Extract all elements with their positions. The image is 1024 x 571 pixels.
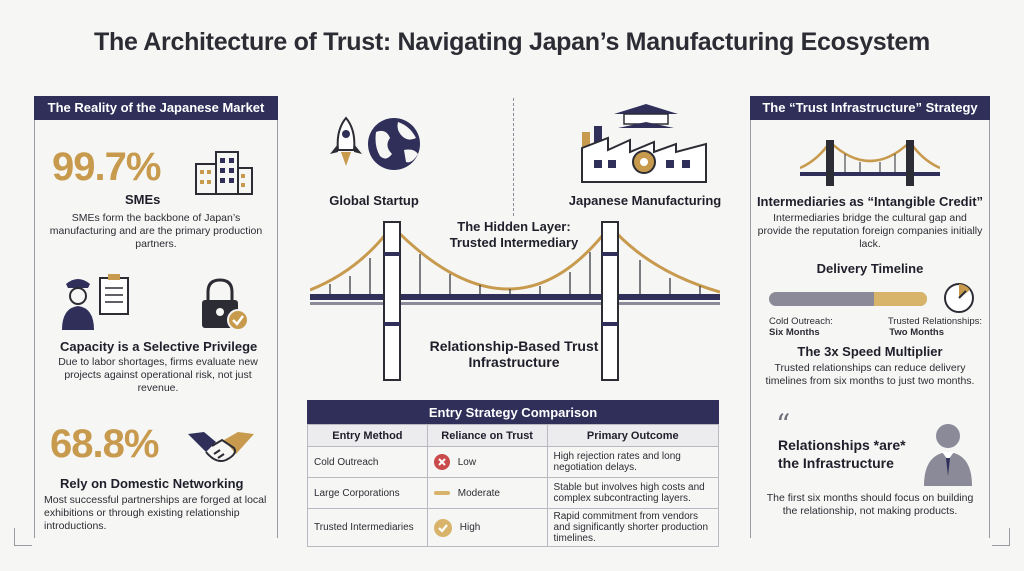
sme-stat-value: 99.7%	[52, 145, 161, 189]
outcome-cell: Stable but involves high costs and compl…	[546, 477, 720, 509]
factory-pagoda-icon	[581, 104, 707, 183]
networking-stat-value: 68.8%	[50, 422, 159, 466]
column-header: Reliance on Trust	[426, 424, 548, 447]
column-header: Primary Outcome	[546, 424, 720, 447]
networking-stat-label: Rely on Domestic Networking	[60, 476, 244, 491]
left-panel	[34, 108, 278, 538]
speed-title: The 3x Speed Multiplier	[797, 344, 943, 359]
entry-method-cell: Large Corporations	[307, 477, 428, 509]
quote-title: Relationships *are* the Infrastructure	[778, 437, 906, 471]
intermediaries-text: Intermediaries bridge the cultural gap a…	[757, 212, 983, 250]
entry-method-cell: Trusted Intermediaries	[307, 508, 428, 547]
comparison-table-title: Entry Strategy Comparison	[307, 400, 719, 425]
trusted-relationships-label: Trusted Relationships:	[887, 316, 982, 327]
handshake-icon	[188, 432, 254, 462]
sme-stat-text: SMEs form the backbone of Japan’s manufa…	[49, 212, 263, 250]
officer-icon	[62, 274, 129, 330]
right-panel	[750, 108, 990, 538]
corner-mark	[14, 528, 32, 546]
page-title: The Architecture of Trust: Navigating Ja…	[94, 28, 930, 56]
manufacturing-label: Japanese Manufacturing	[568, 193, 722, 208]
cold-outreach-label: Cold Outreach:	[769, 316, 833, 327]
quote-mark-icon: “	[776, 408, 791, 441]
startup-label: Global Startup	[329, 193, 419, 208]
padlock-check-icon	[202, 278, 249, 331]
rocket-globe-icon	[330, 116, 420, 170]
column-header: Entry Method	[307, 424, 428, 447]
outcome-cell: Rapid commitment from vendors and signif…	[546, 508, 720, 547]
check-circle-icon	[433, 518, 452, 537]
table-row: Large Corporations Moderate Stable but i…	[307, 477, 720, 509]
delivery-timeline-bar	[769, 292, 927, 306]
intermediaries-title: Intermediaries as “Intangible Credit”	[756, 194, 984, 209]
speed-text: Trusted relationships can reduce deliver…	[765, 362, 975, 387]
table-row: Trusted Intermediaries High Rapid commit…	[307, 508, 720, 547]
buildings-icon	[195, 151, 253, 195]
capacity-title: Capacity is a Selective Privilege	[60, 339, 258, 354]
bridge-icon	[800, 140, 940, 186]
left-panel-header: The Reality of the Japanese Market	[34, 96, 278, 120]
dash-icon	[433, 491, 450, 495]
entry-method-cell: Cold Outreach	[307, 446, 428, 478]
reliance-cell: High	[459, 522, 481, 533]
trusted-relationships-value: Two Months	[889, 327, 944, 338]
businessman-icon	[924, 424, 972, 486]
networking-stat-text: Most successful partnerships are forged …	[44, 494, 267, 532]
sme-stat-label: SMEs	[125, 192, 161, 207]
corner-mark	[992, 528, 1010, 546]
right-panel-header: The “Trust Infrastructure” Strategy	[750, 96, 990, 120]
capacity-text: Due to labor shortages, firms evaluate n…	[58, 356, 258, 394]
x-circle-icon	[433, 454, 450, 470]
timeline-title: Delivery Timeline	[816, 261, 924, 276]
reliance-cell: Low	[457, 456, 477, 468]
suspension-bridge-illustration	[310, 221, 720, 381]
entry-strategy-table: Entry Method Reliance on Trust Primary O…	[307, 424, 720, 547]
stopwatch-icon	[944, 283, 974, 313]
reliance-cell: Moderate	[457, 487, 500, 499]
table-row: Cold Outreach Low High rejection rates a…	[307, 446, 720, 478]
hidden-layer-label: The Hidden Layer: Trusted Intermediary	[449, 219, 579, 250]
center-divider	[513, 98, 514, 216]
relationship-label: Relationship-Based Trust Infrastructure	[429, 338, 599, 370]
trusted-timeline-fill	[874, 292, 927, 306]
quote-text: The first six months should focus on bui…	[766, 492, 974, 517]
cold-outreach-value: Six Months	[769, 327, 820, 338]
outcome-cell: High rejection rates and long negotiatio…	[546, 446, 720, 478]
